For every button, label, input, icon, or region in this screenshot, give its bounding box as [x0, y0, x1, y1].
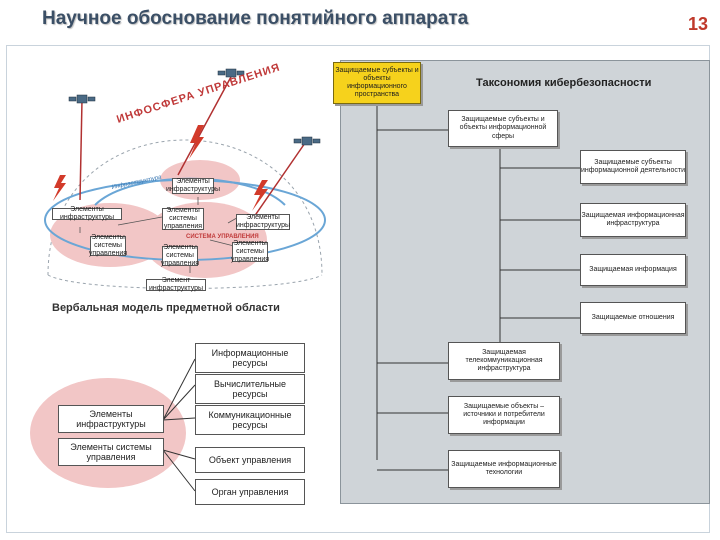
sphere-node: Элементы инфраструктуры [52, 206, 122, 221]
taxonomy-item: Защищаемые отношения [580, 302, 686, 334]
center-label: СИСТЕМА УПРАВЛЕНИЯ [186, 234, 259, 240]
taxonomy-item: Защищаемые информационные технологии [448, 450, 560, 488]
taxonomy-title: Таксономия кибербезопасности [476, 77, 652, 89]
verbal-right-box: Вычислительные ресурсы [195, 374, 305, 404]
verbal-right-box: Объект управления [195, 447, 305, 473]
sphere-node: Элементы инфраструктуры [165, 177, 221, 194]
verbal-right-box: Коммуникационные ресурсы [195, 405, 305, 435]
sphere-node: Элементы системы управления [160, 243, 200, 268]
sphere-node: Элементы системы управления [162, 206, 204, 231]
verbal-right-box: Информационные ресурсы [195, 343, 305, 373]
taxonomy-item: Защищаемая телекоммуникационная инфрастр… [448, 342, 560, 380]
verbal-left-box: Элементы инфраструктуры [58, 405, 164, 433]
sphere-node: Элементы системы управления [230, 239, 270, 264]
verbal-right-box: Орган управления [195, 479, 305, 505]
taxonomy-item: Защищаемые объекты – источники и потреби… [448, 396, 560, 434]
taxonomy-item: Защищаемая информация [580, 254, 686, 286]
verbal-left-box: Элементы системы управления [58, 438, 164, 466]
sphere-node: Элементы системы управления [88, 233, 128, 258]
sphere-node: Элемент инфраструктуры [146, 277, 206, 292]
verbal-model-label: Вербальная модель предметной области [52, 302, 280, 314]
taxonomy-item: Защищаемые субъекты информационной деяте… [580, 150, 686, 184]
taxonomy-root: Защищаемые субъекты и объекты информацио… [333, 62, 421, 104]
taxonomy-node: Защищаемые субъекты и объекты информацио… [448, 110, 558, 147]
sphere-node: Элементы инфраструктуры [235, 213, 291, 230]
slide-title: Научное обоснование понятийного аппарата [42, 8, 469, 29]
slide-number: 13 [687, 14, 708, 34]
taxonomy-item: Защищаемая информационная инфраструктура [580, 203, 686, 237]
